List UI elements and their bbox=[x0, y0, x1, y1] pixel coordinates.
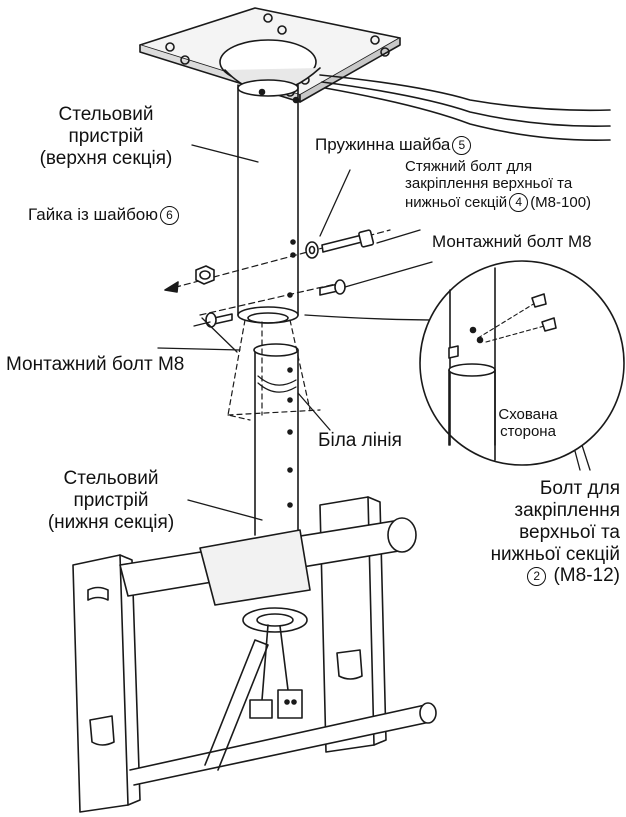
lower-section-label: Стельовий пристрій (нижня секція) bbox=[47, 468, 175, 533]
number-circle-6: 6 bbox=[160, 206, 180, 225]
spring-washer-part bbox=[305, 241, 319, 259]
insertion-guide bbox=[227, 319, 321, 421]
power-cable bbox=[319, 74, 611, 141]
number-circle-5: 5 bbox=[452, 136, 472, 155]
white-line-label: Біла лінія bbox=[318, 430, 402, 451]
number-circle-4: 4 bbox=[509, 192, 529, 212]
nut-washer-part bbox=[195, 265, 215, 285]
hidden-side-label: Схована сторона bbox=[498, 406, 558, 441]
mounting-bolt-left-label: Монтажний болт M8 bbox=[6, 354, 185, 375]
number-circle-2: 2 bbox=[527, 567, 547, 587]
upper-section-label: Стельовий пристрій (верхня секція) bbox=[39, 104, 173, 169]
upper-section-tube bbox=[237, 79, 300, 324]
mounting-bolt-right-label: Монтажний болт M8 bbox=[432, 232, 592, 251]
lower-section-tube bbox=[253, 343, 299, 536]
tv-bracket-frame bbox=[72, 496, 437, 813]
mounting-bolt-right-part bbox=[319, 279, 346, 296]
fixing-bolt-label: Болт для закріплення верхньої та нижньої… bbox=[490, 478, 620, 587]
detail-magnified-view bbox=[419, 260, 625, 466]
arrow-head-icon bbox=[164, 281, 179, 293]
tie-bolt-label: Стяжний болт для закріплення верхньої та… bbox=[405, 158, 592, 212]
tie-bolt-part bbox=[321, 229, 375, 253]
